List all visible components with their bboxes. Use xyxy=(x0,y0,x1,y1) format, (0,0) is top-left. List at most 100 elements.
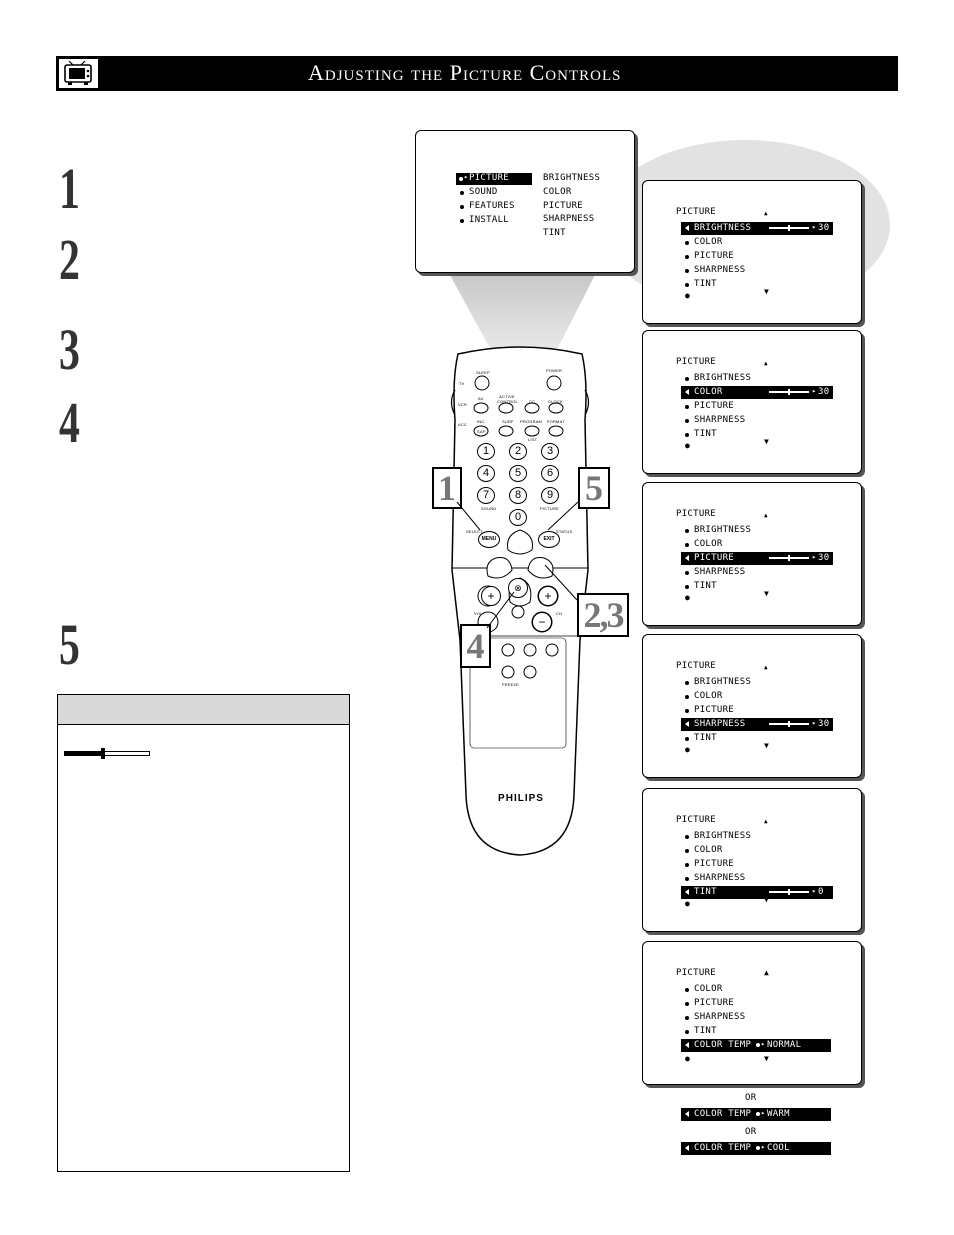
scroll-up-icon: ▲ xyxy=(764,968,770,977)
screen-title: PICTURE xyxy=(676,357,717,367)
cc-label: CC xyxy=(529,399,536,404)
submenu-tint: TINT xyxy=(543,228,566,238)
scroll-icon: ● xyxy=(685,899,691,908)
help-box xyxy=(57,694,350,1172)
submenu-brightness: BRIGHTNESS xyxy=(543,173,601,183)
tv-label: TV xyxy=(459,381,465,386)
submenu-picture: PICTURE xyxy=(543,201,584,211)
callout-step-4: 4 xyxy=(460,624,491,668)
color-temp-screen: PICTURE ▲ COLOR PICTURE SHARPNESS TINT C… xyxy=(642,941,862,1085)
scroll-down-icon: ▼ xyxy=(764,741,770,750)
scroll-up-icon: ▲ xyxy=(764,360,768,367)
active-control-label: ACTIVE CONTROL xyxy=(497,394,518,404)
step-number-2: 2 xyxy=(59,227,80,292)
scroll-down-icon: ▼ xyxy=(764,1054,770,1063)
ch-label: CH xyxy=(556,611,563,616)
tv-icon xyxy=(58,58,99,89)
volume-up-button[interactable]: + xyxy=(481,586,501,606)
digit-button-7[interactable]: 7 xyxy=(477,487,495,504)
menu-button[interactable]: MENU xyxy=(478,531,500,548)
sleep-label: SLEEP xyxy=(476,370,490,375)
picture-submenu-screen: PICTURE ▲ BRIGHTNESS COLOR PICTURE SHARP… xyxy=(642,788,862,932)
step-number-5: 5 xyxy=(59,612,80,677)
brand-logo: PHILIPS xyxy=(498,793,544,804)
step-number-4: 4 xyxy=(59,390,80,455)
menu-item-selected: BRIGHTNESS ▸ 30 xyxy=(681,222,833,235)
screen-title: PICTURE xyxy=(676,207,717,217)
or-label: OR xyxy=(745,1093,757,1103)
submenu-sharpness: SHARPNESS xyxy=(543,214,595,224)
main-menu-screen: ▸ PICTURE SOUND FEATURES INSTALL BRIGHTN… xyxy=(415,130,635,273)
page-title: Adjusting the Picture Controls xyxy=(308,60,622,85)
surf-label: SURF xyxy=(502,419,514,424)
scroll-up-icon: ▲ xyxy=(764,512,768,519)
scroll-icon: ● xyxy=(685,1054,691,1063)
digit-button-2[interactable]: 2 xyxy=(509,443,527,460)
color-temp-cool-option: COLOR TEMP ▸ COOL xyxy=(681,1142,831,1155)
vol-label: VOL xyxy=(474,611,483,616)
status-label: STATUS xyxy=(556,529,573,534)
vcr-label: VCR xyxy=(458,402,468,407)
select-label: SELECT xyxy=(466,529,483,534)
color-temp-warm-option: COLOR TEMP ▸ WARM xyxy=(681,1108,831,1121)
scroll-icon: ● xyxy=(685,593,691,602)
scroll-up-icon: ▲ xyxy=(764,664,768,671)
clock-label: CLOCK xyxy=(548,399,563,404)
channel-down-button[interactable]: − xyxy=(532,612,552,632)
scroll-icon: ● xyxy=(685,441,691,450)
power-label: POWER xyxy=(546,368,563,373)
sap-label: SAP xyxy=(477,429,486,434)
or-label: OR xyxy=(745,1127,757,1137)
digit-button-9[interactable]: 9 xyxy=(541,487,559,504)
digit-button-3[interactable]: 3 xyxy=(541,443,559,460)
digit-button-1[interactable]: 1 xyxy=(477,443,495,460)
acc-label: ACC xyxy=(458,422,468,427)
screen-title: PICTURE xyxy=(676,509,717,519)
step-number-1: 1 xyxy=(59,156,80,221)
program-label: PROGRAM xyxy=(520,419,543,424)
picture-label: PICTURE xyxy=(540,506,559,511)
screen-title: PICTURE xyxy=(676,661,717,671)
submenu-color: COLOR xyxy=(543,187,572,197)
help-box-header xyxy=(58,695,349,725)
menu-item-selected: SHARPNESS ▸ 30 xyxy=(681,718,833,731)
freeze-label: FREEZE xyxy=(502,682,519,687)
menu-item-selected: COLOR ▸ 30 xyxy=(681,386,833,399)
picture-submenu-screen: PICTURE ▲ BRIGHTNESS COLOR PICTURE ▸ 30 … xyxy=(642,482,862,626)
digit-button-0[interactable]: 0 xyxy=(509,509,527,526)
list-label: LIST xyxy=(528,437,538,442)
scroll-icon: ● xyxy=(685,291,691,300)
light-beam xyxy=(450,275,595,363)
menu-item-selected: TINT ▸ 0 xyxy=(681,886,833,899)
screen-title: PICTURE xyxy=(676,968,717,978)
digit-button-4[interactable]: 4 xyxy=(477,465,495,482)
picture-submenu-screen: PICTURE ▲ BRIGHTNESS COLOR ▸ 30 PICTURE … xyxy=(642,330,862,474)
exit-button[interactable]: EXIT xyxy=(538,531,560,548)
av-label: AV xyxy=(478,396,484,401)
menu-item-color-temp-selected: COLOR TEMP ▸ NORMAL xyxy=(681,1039,831,1052)
digit-button-5[interactable]: 5 xyxy=(509,465,527,482)
sound-label: SOUND xyxy=(481,506,497,511)
inc-label: INC. xyxy=(477,419,486,424)
digit-button-6[interactable]: 6 xyxy=(541,465,559,482)
scroll-up-icon: ▲ xyxy=(764,818,768,825)
picture-submenu-screen: PICTURE ▲ BRIGHTNESS ▸ 30 COLOR PICTURE … xyxy=(642,180,862,324)
scroll-down-icon: ▼ xyxy=(764,437,770,446)
callout-lines xyxy=(456,501,579,629)
scroll-icon: ● xyxy=(685,745,691,754)
main-menu-item-picture: ▸ PICTURE xyxy=(456,173,532,185)
header-bar xyxy=(56,56,898,91)
scroll-down-icon: ▼ xyxy=(764,589,770,598)
callout-steps-2-3: 2,3 xyxy=(577,593,629,637)
scroll-up-icon: ▲ xyxy=(764,210,768,217)
menu-item-selected: PICTURE ▸ 30 xyxy=(681,552,833,565)
channel-up-button[interactable]: + xyxy=(538,586,558,606)
help-level-bar xyxy=(64,748,150,759)
scroll-down-icon: ▼ xyxy=(764,895,770,904)
picture-submenu-screen: PICTURE ▲ BRIGHTNESS COLOR PICTURE SHARP… xyxy=(642,634,862,778)
digit-button-8[interactable]: 8 xyxy=(509,487,527,504)
step-number-3: 3 xyxy=(59,317,80,382)
callout-step-5: 5 xyxy=(578,467,610,509)
screen-title: PICTURE xyxy=(676,815,717,825)
scroll-down-icon: ▼ xyxy=(764,287,770,296)
